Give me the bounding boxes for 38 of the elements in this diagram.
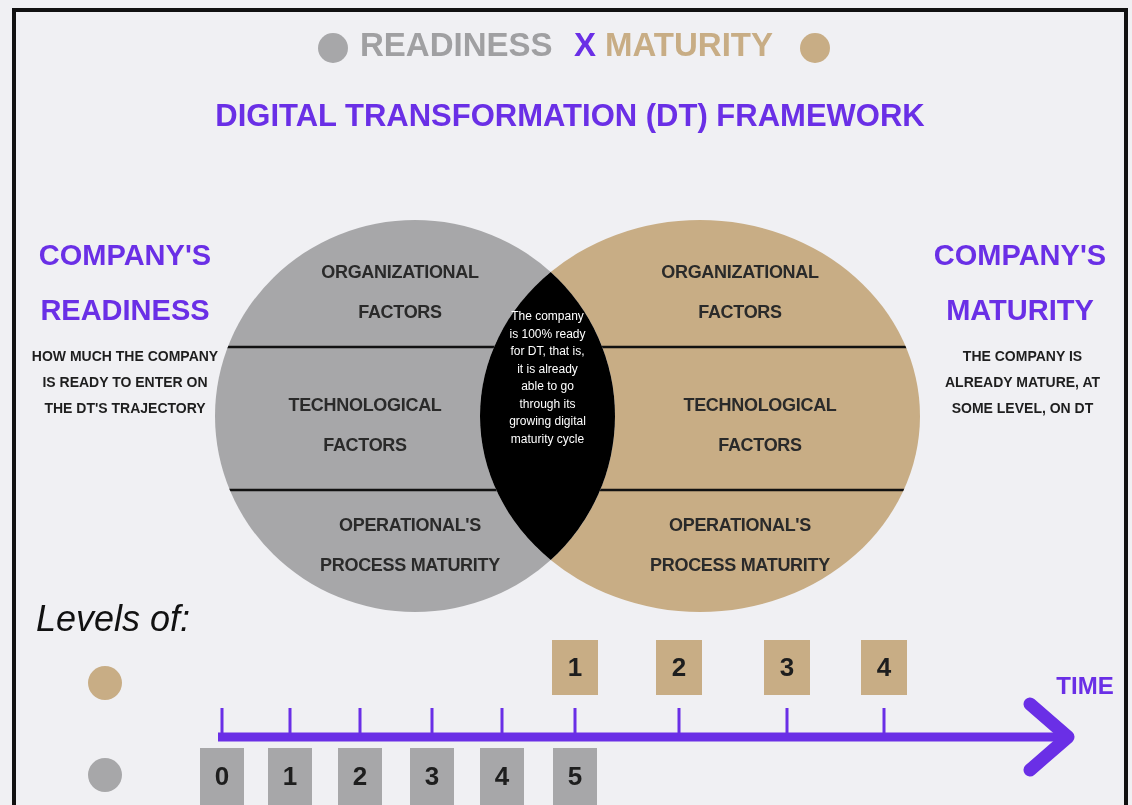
level-box — [338, 748, 382, 805]
side-heading: COMPANY'S READINESS — [37, 238, 213, 328]
level-number: 2 — [671, 652, 687, 683]
level-box — [656, 640, 702, 695]
level-box — [552, 640, 598, 695]
level-box — [268, 748, 312, 805]
level-number: 3 — [424, 761, 440, 792]
band-label: ORGANIZATIONAL FACTORS — [320, 261, 480, 324]
level-number: 4 — [876, 652, 892, 683]
header-word: READINESS — [360, 26, 550, 64]
level-box — [553, 748, 597, 805]
level-number: 2 — [352, 761, 368, 792]
overlap-text: The company is 100% ready for DT, that is, it is already able to go through its growing digital maturity cycle — [508, 308, 587, 448]
side-description: HOW MUCH THE COMPANY IS READY TO ENTER ON THE DT'S TRAJECTORY — [30, 347, 220, 418]
band-label: OPERATIONAL'S PROCESS MATURITY — [649, 514, 831, 577]
level-number: 0 — [214, 761, 230, 792]
level-box — [480, 748, 524, 805]
level-box — [410, 748, 454, 805]
overlap-lens — [480, 272, 615, 560]
level-box — [861, 640, 907, 695]
timeline-caption: Levels of: — [36, 598, 192, 640]
level-box — [200, 748, 244, 805]
level-number: 4 — [494, 761, 510, 792]
side-description: THE COMPANY IS ALREADY MATURE, AT SOME LEVEL, ON DT — [943, 347, 1101, 418]
band-label: TECHNOLOGICAL FACTORS — [287, 394, 443, 457]
level-number: 5 — [567, 761, 583, 792]
level-number: 3 — [779, 652, 795, 683]
diagram-title: DIGITAL TRANSFORMATION (DT) FRAMEWORK — [214, 98, 926, 134]
band-label: TECHNOLOGICAL FACTORS — [682, 394, 838, 457]
side-heading: COMPANY'S MATURITY — [932, 238, 1108, 328]
band-label: ORGANIZATIONAL FACTORS — [660, 261, 820, 324]
level-number: 1 — [567, 652, 583, 683]
axis-label: TIME — [1055, 672, 1115, 700]
header-word: MATURITY — [605, 26, 775, 64]
band-label: OPERATIONAL'S PROCESS MATURITY — [319, 514, 501, 577]
level-box — [764, 640, 810, 695]
header-word: X — [573, 26, 597, 64]
level-number: 1 — [282, 761, 298, 792]
